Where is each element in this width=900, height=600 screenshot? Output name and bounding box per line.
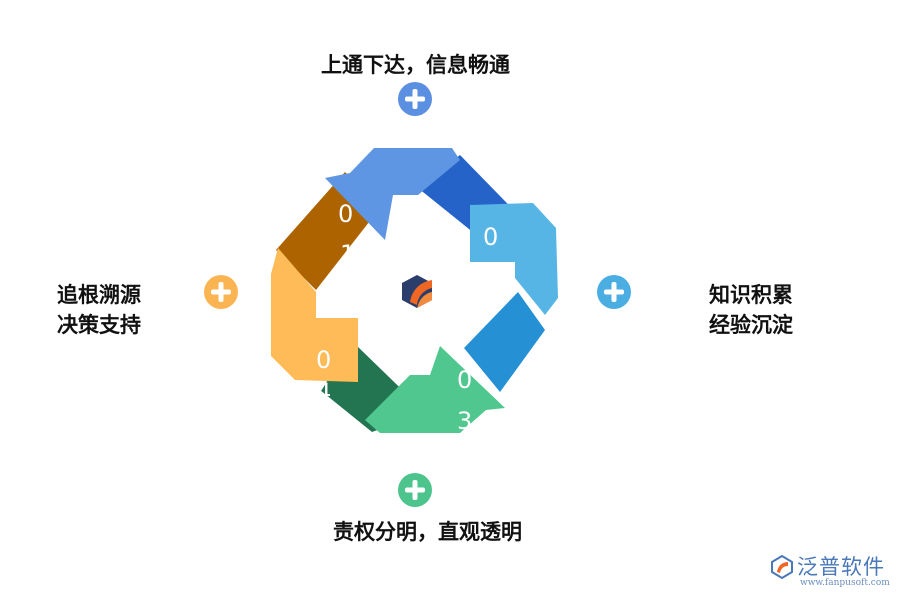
plus-icon-right[interactable] [597, 275, 631, 309]
watermark-url: www.fanpusoft.com [800, 578, 890, 588]
segment-4-digit-bottom: 4 [316, 378, 331, 406]
plus-icon-bottom[interactable] [398, 473, 432, 507]
arrow-segment-3 [365, 346, 505, 433]
label-right: 知识积累 经验沉淀 [709, 280, 793, 340]
segment-3-digit-top: 0 [457, 366, 472, 394]
label-top: 上通下达，信息畅通 [321, 53, 510, 77]
plus-icon-left[interactable] [204, 275, 238, 309]
segment-4-digit-top: 0 [316, 346, 331, 374]
label-left-line2: 决策支持 [57, 313, 141, 337]
label-left: 追根溯源 决策支持 [57, 280, 141, 340]
segment-2-digit-top: 0 [483, 223, 498, 251]
watermark: 泛普软件 www.fanpusoft.com [770, 553, 890, 593]
segment-2-digit-bottom: 2 [483, 262, 498, 290]
hexagon-logo-icon [402, 275, 432, 308]
watermark-logo-icon [771, 555, 793, 579]
arrow-segment-1 [325, 148, 460, 240]
label-right-line2: 经验沉淀 [709, 313, 793, 337]
label-right-line1: 知识积累 [709, 283, 793, 307]
segment-1-digit-top: 0 [338, 200, 353, 228]
arrow-segment-4 [271, 248, 358, 382]
label-bottom: 责权分明，直观透明 [333, 520, 522, 544]
segment-1-digit-bottom: 1 [340, 240, 355, 268]
segment-3-digit-bottom: 3 [457, 407, 472, 435]
label-left-line1: 追根溯源 [57, 283, 141, 307]
watermark-text: 泛普软件 [797, 555, 885, 579]
arrow-segment-2 [470, 203, 558, 315]
band-bottom-right [464, 292, 545, 392]
plus-icon-top[interactable] [398, 82, 432, 116]
